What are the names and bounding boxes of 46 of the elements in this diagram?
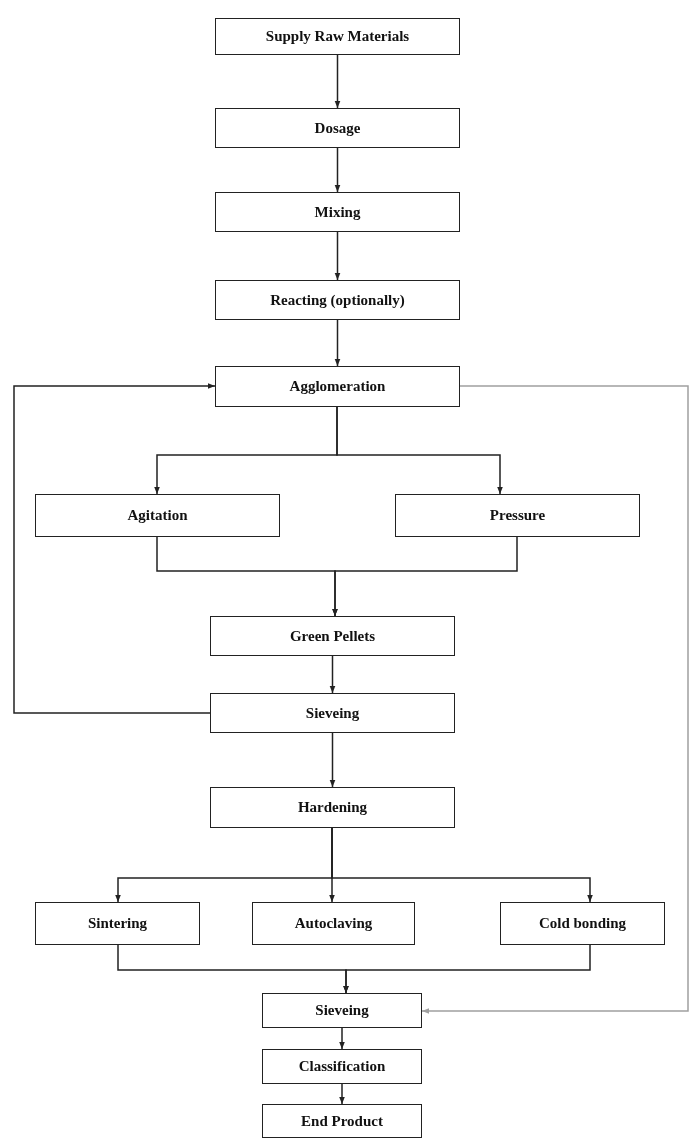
step-label: Pressure bbox=[489, 507, 546, 524]
arrow bbox=[336, 406, 503, 495]
process-box bbox=[215, 192, 460, 232]
arrow bbox=[339, 1027, 345, 1050]
step-label: End Product bbox=[301, 1112, 383, 1130]
process-box bbox=[210, 693, 455, 733]
arrow bbox=[13, 383, 216, 714]
arrow bbox=[329, 732, 336, 788]
step-label: Agglomeration bbox=[289, 378, 386, 395]
step-label: Sieveing bbox=[305, 704, 360, 722]
step-label: Sieveing bbox=[315, 1002, 369, 1019]
arrow bbox=[339, 1083, 345, 1105]
step-label: Hardening bbox=[297, 799, 368, 816]
process-box bbox=[215, 108, 460, 148]
arrow bbox=[334, 147, 341, 193]
process-box bbox=[395, 494, 640, 537]
arrow bbox=[331, 827, 593, 903]
step-label: Supply Raw Materials bbox=[265, 28, 410, 45]
step-label: Agitation bbox=[127, 507, 188, 524]
process-box bbox=[35, 902, 200, 945]
process-box bbox=[500, 902, 665, 945]
process-box bbox=[35, 494, 280, 537]
arrow bbox=[334, 231, 341, 281]
process-box bbox=[262, 993, 422, 1028]
step-label: Sintering bbox=[87, 915, 148, 932]
step-label: Cold bonding bbox=[538, 915, 627, 932]
process-box bbox=[262, 1104, 422, 1138]
arrow bbox=[334, 54, 341, 109]
step-label: Classification bbox=[298, 1058, 386, 1075]
arrow bbox=[334, 319, 341, 367]
arrow bbox=[421, 385, 689, 1014]
process-box bbox=[262, 1049, 422, 1084]
step-label: Autoclaving bbox=[294, 915, 373, 932]
step-label: Reacting (optionally) bbox=[270, 291, 405, 309]
process-box bbox=[215, 18, 460, 55]
process-box bbox=[252, 902, 415, 945]
process-box bbox=[210, 787, 455, 828]
step-label: Mixing bbox=[314, 203, 361, 221]
arrow bbox=[329, 655, 336, 694]
step-label: Green Pellets bbox=[289, 627, 376, 645]
arrow bbox=[332, 536, 518, 617]
process-box bbox=[210, 616, 455, 656]
step-label: Dosage bbox=[314, 119, 361, 137]
arrow bbox=[343, 944, 591, 994]
process-box bbox=[215, 366, 460, 407]
process-box bbox=[215, 280, 460, 320]
